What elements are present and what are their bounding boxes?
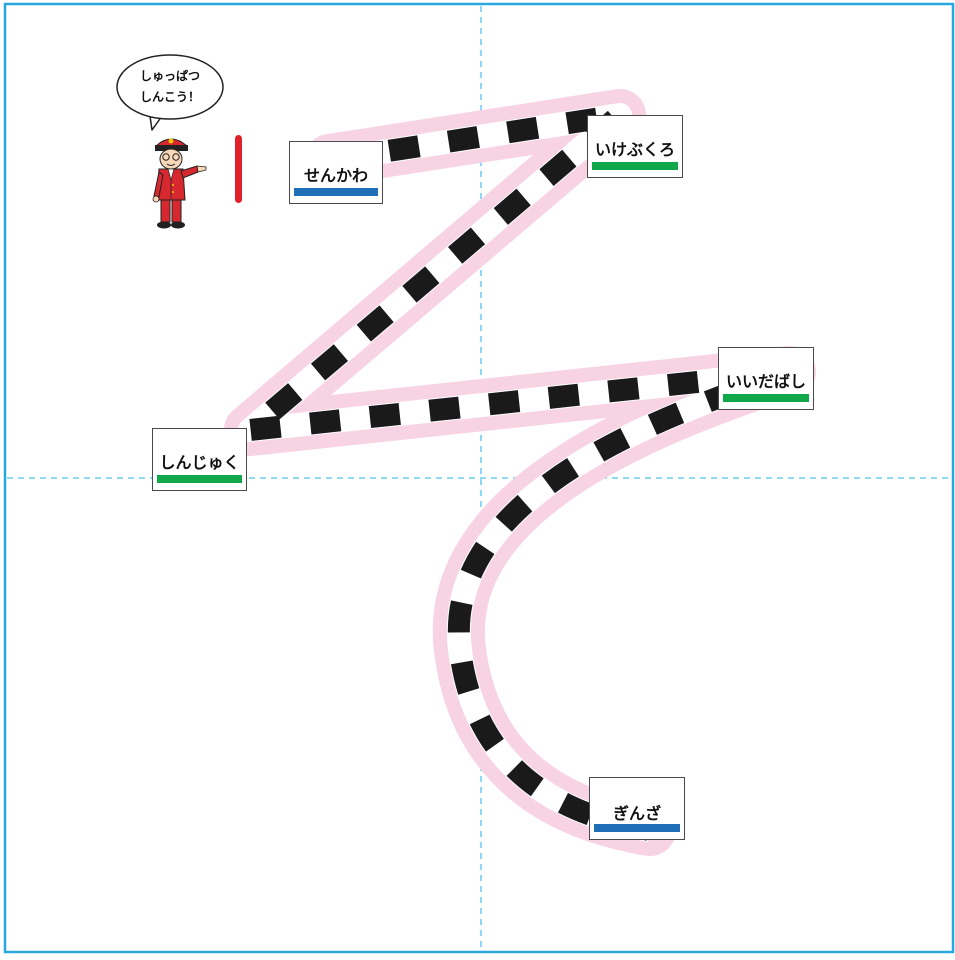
speech-bubble: しゅっぱつ しんこう！ [117, 55, 223, 130]
line-color-bar [594, 824, 680, 832]
line-color-bar [294, 188, 378, 196]
station-name: いいだばし [719, 368, 813, 392]
station-sign-ikebukuro: いけぶくろ [587, 115, 683, 178]
speech-line-1: しゅっぱつ [140, 68, 200, 83]
station-sign-ginza: ぎんざ [589, 777, 685, 840]
station-sign-senkawa: せんかわ [289, 141, 383, 204]
station-name: ぎんざ [590, 800, 684, 824]
line-color-bar [723, 394, 809, 402]
line-color-bar [157, 475, 242, 483]
station-sign-shinjuku: しんじゅく [152, 428, 247, 491]
speech-line-2: しんこう！ [140, 90, 200, 104]
station-name: いけぶくろ [588, 136, 682, 160]
station-name: しんじゅく [153, 449, 246, 473]
start-marker-icon [235, 135, 242, 203]
station-sign-iidabashi: いいだばし [718, 347, 814, 410]
station-name: せんかわ [290, 162, 382, 186]
line-color-bar [592, 162, 678, 170]
track-glow [250, 115, 790, 830]
conductor-icon [153, 139, 206, 229]
